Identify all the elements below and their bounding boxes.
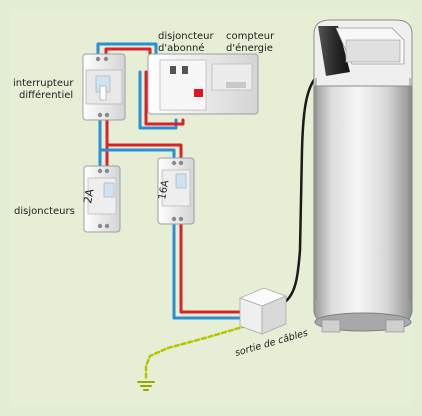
sortie-de-cables-box <box>238 287 288 335</box>
wire-earth <box>144 324 248 382</box>
wire-neutral-top <box>96 42 158 58</box>
label-disjoncteur-line2: d'abonné <box>158 42 205 54</box>
cable-to-heater <box>280 78 316 306</box>
ground-symbol-icon <box>137 381 155 391</box>
wire-phase-diff-16a <box>105 143 183 162</box>
breaker-2a-label: 2A <box>81 187 96 204</box>
breaker-16a-label: 16A <box>157 179 171 200</box>
breaker-2a-device <box>83 165 121 233</box>
wire-phase-loop <box>144 70 185 126</box>
label-compteur-line1: compteur <box>226 31 275 42</box>
label-interrupteur-line1: interrupteur <box>13 78 74 89</box>
indicator-light <box>194 89 203 97</box>
breaker-16a-device <box>157 157 195 225</box>
label-compteur-line2: d'énergie <box>226 42 273 54</box>
heat-pump-water-heater-icon <box>313 19 413 333</box>
wire-neutral-16a-sortie <box>172 220 246 320</box>
wiring <box>96 42 316 382</box>
disjoncteur-abonne-compteur-device <box>147 53 259 115</box>
wire-phase-16a-sortie <box>179 220 246 314</box>
wire-phase-top <box>104 47 152 58</box>
label-interrupteur-line2: différentiel <box>19 89 73 101</box>
wire-neutral-diff-16a <box>98 148 176 162</box>
interrupteur-differentiel-device <box>82 53 126 121</box>
label-disjoncteurs: disjoncteurs <box>14 206 75 217</box>
label-disjoncteur-line1: disjoncteur <box>158 31 214 42</box>
